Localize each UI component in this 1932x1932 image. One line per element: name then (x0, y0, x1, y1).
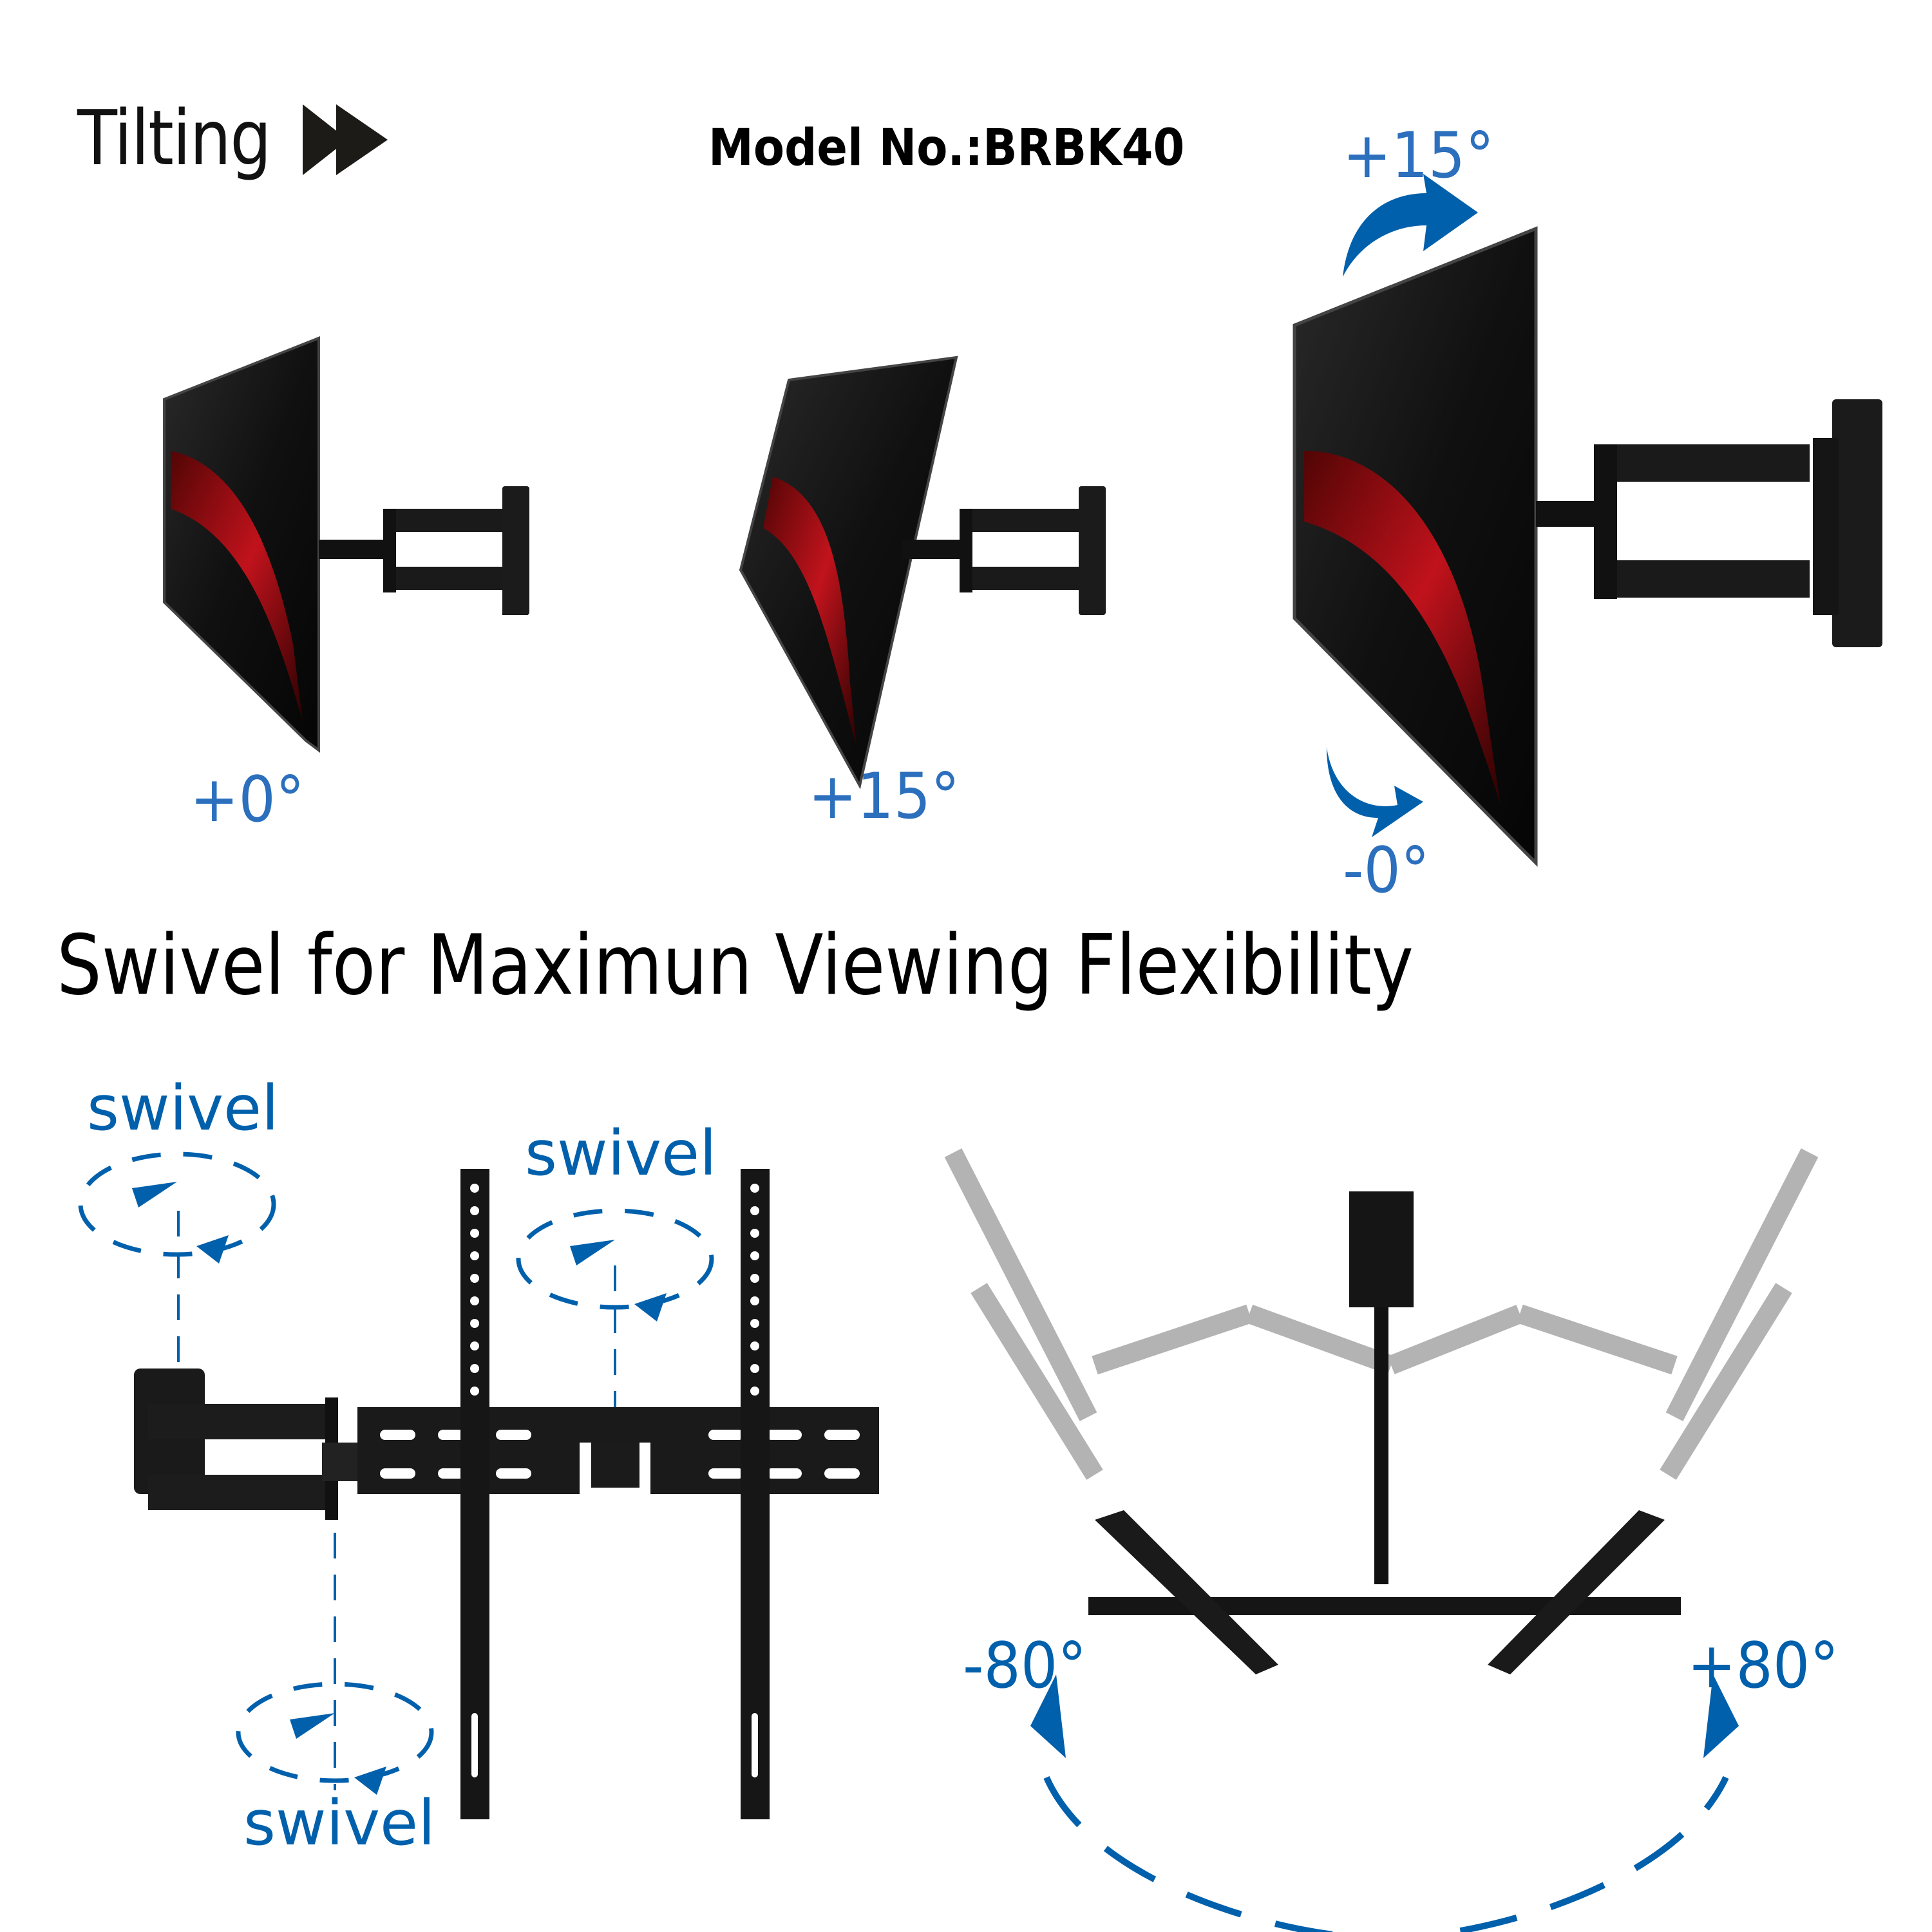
range-arc-icon (1043, 1776, 1729, 1932)
wall-plate-top (1349, 1191, 1414, 1307)
tv-position-15 (739, 355, 1106, 790)
arm-lower (148, 1475, 335, 1510)
tilt-up-arrow-icon (1343, 174, 1478, 277)
orbit-arrow-icon (196, 1235, 229, 1264)
tv-position-adjustable (1293, 226, 1882, 867)
swivel-range-diagram (944, 1148, 1819, 1932)
swivel-bracket-diagram (78, 1148, 1819, 1932)
range-label-left: -80° (963, 1629, 1087, 1703)
range-arrow-right-icon (1703, 1674, 1739, 1758)
swivel-orbit-plate (516, 1208, 714, 1423)
tilt-down-arrow-icon (1327, 747, 1423, 837)
tilt-illustrations (163, 174, 1882, 867)
swivel-orbit-wall (78, 1151, 276, 1391)
swivel-label-plate: swivel (525, 1117, 717, 1189)
swivel-label-arm: swivel (243, 1787, 435, 1859)
double-arrow-icon (303, 104, 388, 175)
tilt-label-plus-15: +15° (808, 760, 960, 833)
arm-upper (148, 1404, 335, 1439)
range-label-right: +80° (1687, 1629, 1839, 1703)
model-number: Model No.:BRBK40 (708, 119, 1185, 177)
tilt-label-max: +15° (1343, 119, 1495, 193)
tilt-label-plus-0: +0° (190, 763, 305, 837)
tv-position-0 (163, 336, 529, 753)
tilt-label-min: -0° (1343, 834, 1430, 907)
swivel-orbit-arm (236, 1533, 434, 1790)
tilting-title: Tilting (77, 93, 272, 182)
range-arrow-left-icon (1030, 1674, 1066, 1758)
orbit-arrow-icon (132, 1182, 177, 1208)
ghost-positions (944, 1148, 1819, 1480)
swivel-label-wall: swivel (87, 1072, 279, 1144)
swivel-heading: Swivel for Maximun Viewing Flexibility (57, 918, 1414, 1014)
